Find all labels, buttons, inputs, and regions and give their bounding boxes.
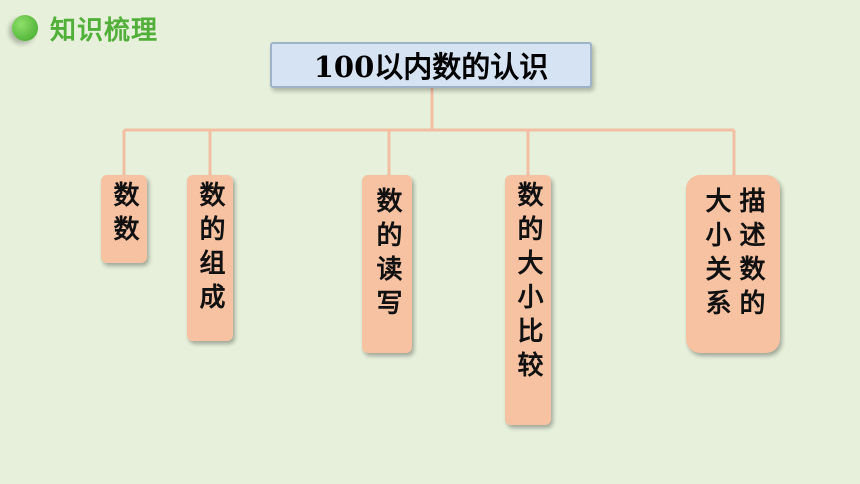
leaf-label: 数的组成 [195, 181, 225, 317]
leaf-node-counting: 数数 [101, 175, 147, 263]
section-header: 知识梳理 [12, 8, 158, 48]
leaf-label: 数数 [109, 181, 139, 249]
section-title: 知识梳理 [50, 15, 159, 46]
bullet-dot-icon [12, 15, 38, 41]
leaf-node-compare: 数的大小比较 [505, 175, 551, 425]
leaf-label: 数的大小比较 [513, 181, 543, 385]
leaf-label: 描述数的大小关系 [701, 187, 765, 323]
leaf-node-read-write: 数的读写 [362, 175, 412, 353]
leaf-node-describe: 描述数的大小关系 [686, 175, 780, 353]
leaf-label: 数的读写 [372, 187, 402, 323]
leaf-node-composition: 数的组成 [187, 175, 233, 341]
root-node: 100以内数的认识 [270, 42, 592, 88]
